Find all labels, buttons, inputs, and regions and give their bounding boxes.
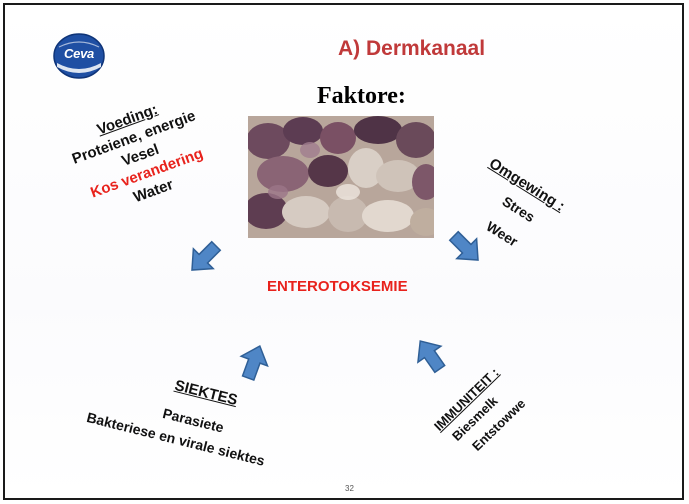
arrow-up-left-icon: [417, 340, 446, 374]
center-label: ENTEROTOKSEMIE: [267, 278, 408, 295]
slide: Ceva A) Dermkanaal Faktore:: [3, 3, 684, 500]
arrow-down-left-icon: [448, 230, 479, 261]
group-voeding: Voeding: Proteiene, energie Vesel Kos ve…: [63, 89, 218, 223]
siektes-heading: SIEKTES: [172, 377, 240, 410]
slide-title: A) Dermkanaal: [338, 37, 486, 60]
arrow-down-right-icon: [191, 240, 222, 271]
ceva-logo: Ceva: [53, 33, 105, 79]
page-number: 32: [345, 484, 354, 493]
logo-icon: [53, 33, 105, 79]
omgewing-item: Weer: [483, 218, 521, 250]
intestine-photo: [248, 116, 434, 238]
slide-subtitle: Faktore:: [317, 83, 406, 109]
logo-text: Ceva: [64, 46, 94, 61]
arrow-up-icon: [239, 344, 269, 381]
